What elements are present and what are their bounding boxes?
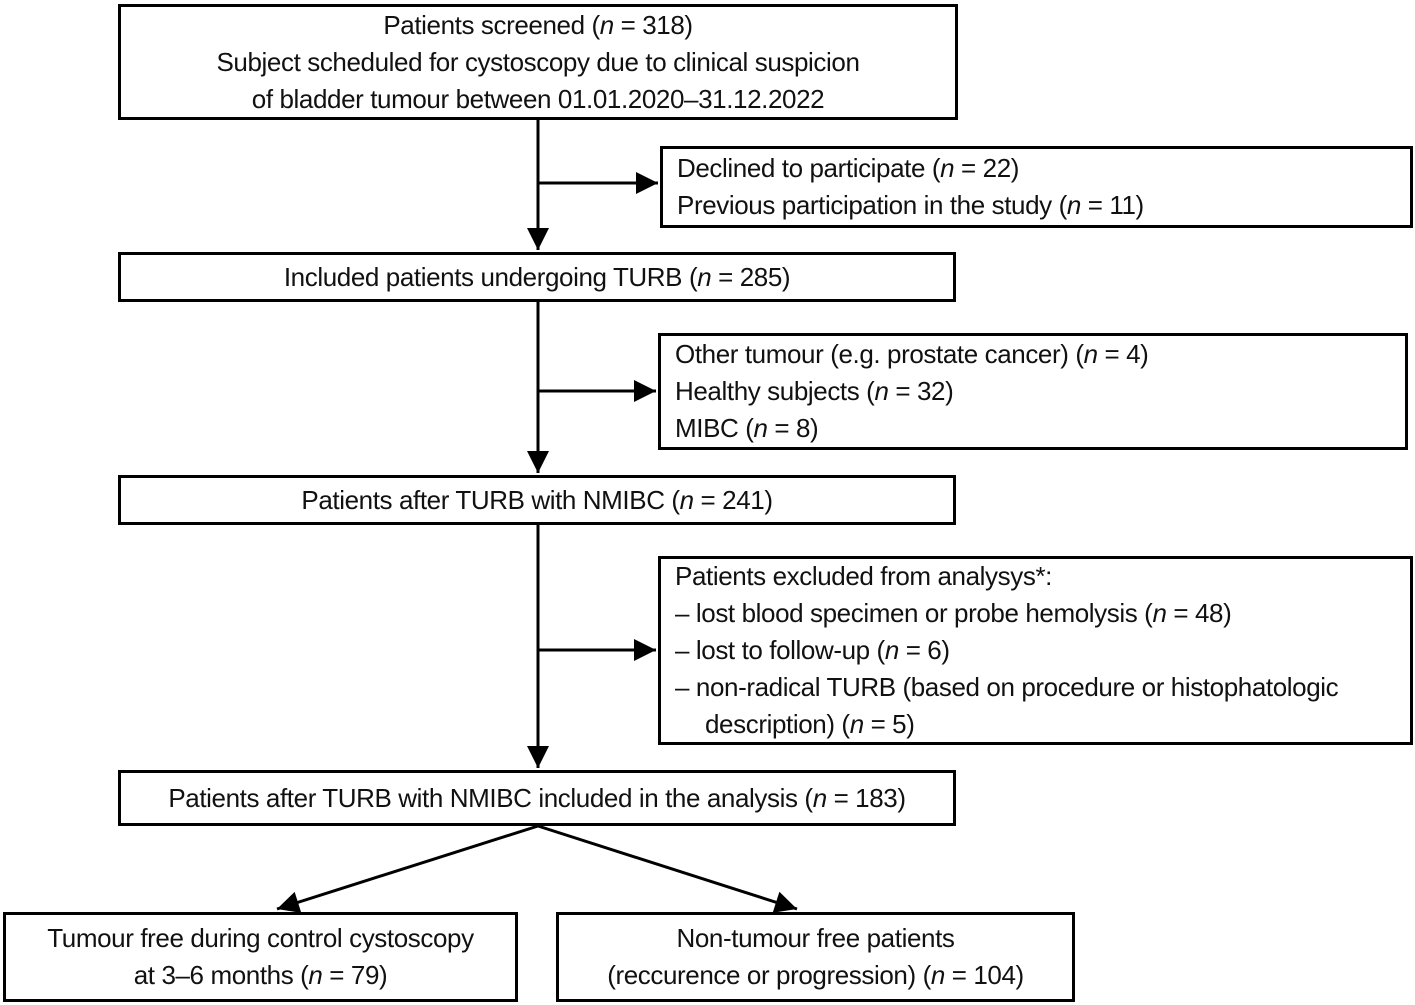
box-line: Non-tumour free patients: [676, 923, 955, 953]
box-line: Patients excluded from analysys*:: [675, 561, 1052, 591]
box-line: Patients after TURB with NMIBC included …: [168, 782, 906, 813]
box-patients-screened: Patients screened (n = 318) Subject sche…: [118, 4, 958, 120]
box-line: MIBC (n = 8): [675, 413, 819, 443]
arrow-analysis-to-tumour-free: [276, 824, 539, 913]
box-line: Other tumour (e.g. prostate cancer) (n =…: [675, 339, 1149, 369]
box-line: Patients after TURB with NMIBC (n = 241): [301, 484, 773, 515]
box-line: Subject scheduled for cystoscopy due to …: [216, 46, 860, 77]
box-included-turb: Included patients undergoing TURB (n = 2…: [118, 252, 956, 302]
box-line: Healthy subjects (n = 32): [675, 376, 954, 406]
box-line: Patients screened (n = 318): [383, 9, 693, 40]
box-line: Previous participation in the study (n =…: [677, 190, 1144, 220]
box-line: – lost blood specimen or probe hemolysis…: [675, 598, 1232, 628]
box-line: – lost to follow-up (n = 6): [675, 635, 950, 665]
box-nmibc: Patients after TURB with NMIBC (n = 241): [118, 475, 956, 525]
box-non-tumour-free: Non-tumour free patients (reccurence or …: [556, 912, 1075, 1002]
box-tumour-free: Tumour free during control cystoscopy at…: [3, 912, 518, 1002]
box-excluded-other: Other tumour (e.g. prostate cancer) (n =…: [658, 333, 1408, 450]
box-line: – non-radical TURB (based on procedure o…: [675, 672, 1339, 702]
box-line: Included patients undergoing TURB (n = 2…: [283, 261, 791, 292]
box-line: (reccurence or progression) (n = 104): [607, 960, 1024, 990]
arrow-analysis-to-non-tumour-free: [537, 824, 798, 913]
box-excluded-analysis: Patients excluded from analysys*: – lost…: [658, 556, 1413, 745]
box-line: Tumour free during control cystoscopy: [47, 923, 474, 953]
box-line: description) (n = 5): [705, 709, 915, 739]
box-line: Declined to participate (n = 22): [677, 153, 1020, 183]
box-declined: Declined to participate (n = 22) Previou…: [660, 146, 1413, 228]
box-line: at 3–6 months (n = 79): [133, 960, 388, 990]
box-line: of bladder tumour between 01.01.2020–31.…: [251, 83, 825, 114]
box-analysis: Patients after TURB with NMIBC included …: [118, 770, 956, 826]
